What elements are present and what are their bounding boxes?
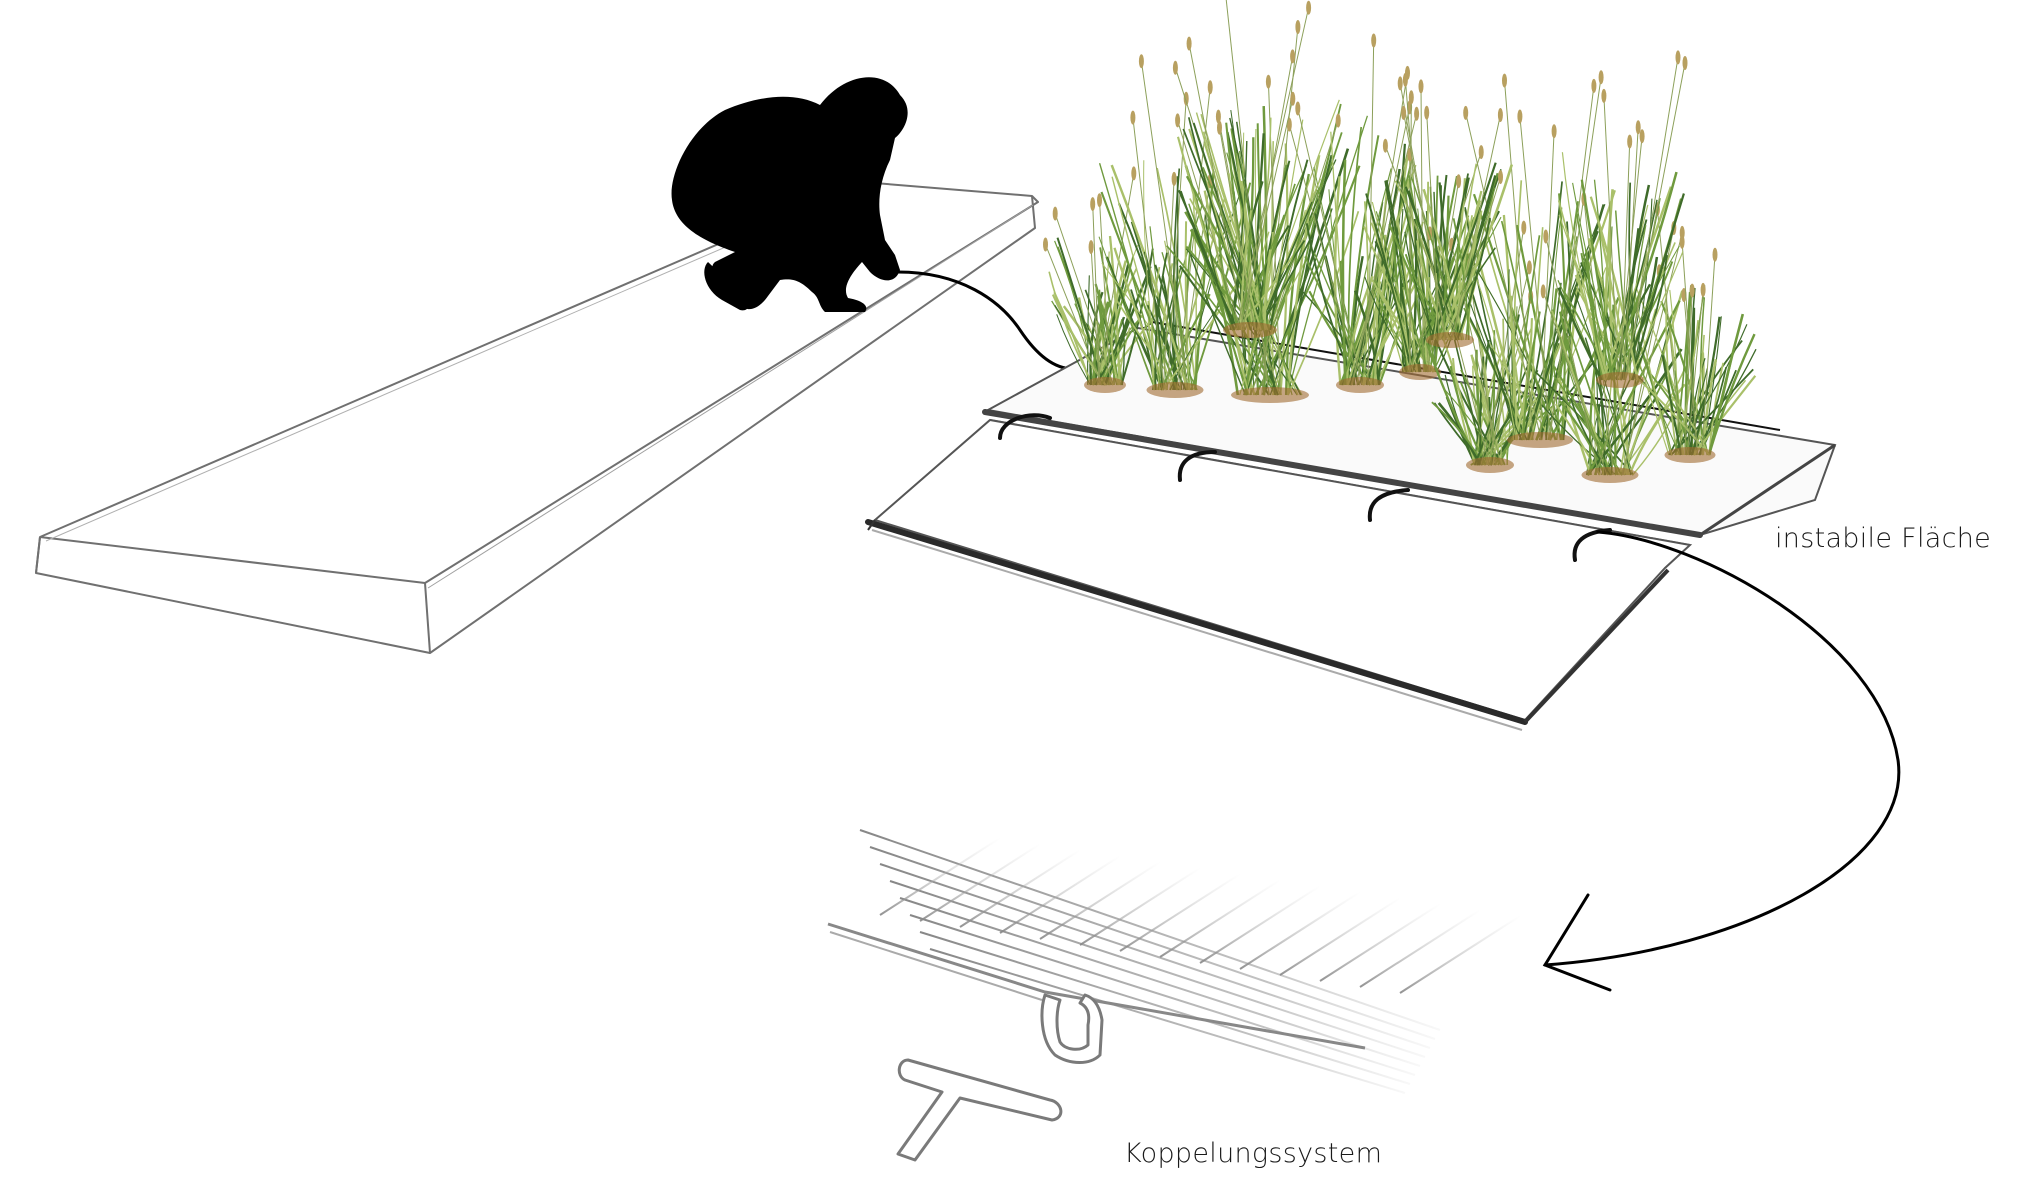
grid-line — [1400, 916, 1520, 993]
grass-base — [1231, 387, 1309, 403]
grid-line — [900, 898, 1420, 1066]
grid-line — [1320, 904, 1440, 981]
grass-base — [1582, 467, 1639, 483]
seed-head — [1401, 106, 1406, 120]
seed-head — [1463, 106, 1468, 120]
seed-head — [1552, 124, 1557, 138]
seed-head — [1627, 135, 1632, 149]
seed-head — [1713, 248, 1718, 262]
grass-blade — [1343, 160, 1345, 385]
seed-head — [1409, 90, 1414, 104]
label-coupling-system: Koppelungssystem — [1124, 1138, 1382, 1169]
seed-head — [1636, 120, 1641, 134]
seed-head — [1208, 80, 1213, 94]
seed-head — [1097, 193, 1102, 207]
seed-head — [1184, 92, 1189, 106]
seed-head — [1403, 73, 1408, 87]
grass-base — [1466, 457, 1514, 473]
seed-head — [1640, 129, 1645, 143]
seed-head — [1130, 111, 1135, 125]
grid-line — [1360, 910, 1480, 987]
seed-head — [1131, 166, 1136, 180]
grid-line — [880, 864, 1430, 1048]
seed-head — [1217, 121, 1222, 135]
seed-head — [1424, 106, 1429, 120]
seed-head — [1383, 139, 1388, 153]
seed-head — [1139, 54, 1144, 68]
seed-head — [1498, 170, 1503, 184]
seed-head — [1521, 221, 1526, 235]
seed-head — [1479, 145, 1484, 159]
seed-head — [1266, 75, 1271, 89]
seed-head — [1306, 1, 1311, 15]
grid-line — [860, 830, 1440, 1030]
seed-head — [1414, 107, 1419, 121]
seed-head — [1419, 79, 1424, 93]
grid-line — [960, 850, 1080, 927]
seed-head — [1175, 113, 1180, 127]
seed-head — [1089, 240, 1094, 254]
seed-head — [1290, 49, 1295, 63]
seed-head — [1676, 50, 1681, 64]
grid-line — [1200, 886, 1320, 963]
seed-head — [1690, 284, 1695, 298]
seed-head — [1043, 238, 1048, 252]
seed-head — [1683, 56, 1688, 70]
grid-line — [930, 949, 1405, 1093]
seed-head — [1053, 207, 1058, 221]
seed-head — [1543, 230, 1548, 244]
grass-base — [1665, 447, 1716, 463]
seed-head — [1517, 110, 1522, 124]
grid-line — [1240, 892, 1360, 969]
seed-head — [1336, 114, 1341, 128]
seed-head — [1398, 76, 1403, 90]
seed-head — [1541, 284, 1546, 298]
seed-head — [1599, 70, 1604, 84]
seed-head — [1173, 61, 1178, 75]
seed-head — [1680, 235, 1685, 249]
seed-head — [1502, 74, 1507, 88]
seed-head — [1601, 89, 1606, 103]
grass-base — [1596, 372, 1644, 388]
seed-head — [1295, 20, 1300, 34]
grass-base — [1426, 332, 1474, 348]
grid-line — [1000, 856, 1120, 933]
grass-base — [1147, 382, 1204, 398]
seed-head — [1456, 174, 1461, 188]
grid-line — [1160, 880, 1280, 957]
grass-base — [1336, 377, 1384, 393]
label-unstable-surface: instabile Fläche — [1775, 523, 1991, 554]
grid-line — [880, 838, 1000, 915]
coupling-system-detail — [828, 830, 1520, 1160]
grid-line — [1280, 898, 1400, 975]
seed-head — [1172, 172, 1177, 186]
grass-base — [1084, 377, 1126, 393]
seed-head — [1527, 260, 1532, 274]
seed-head — [1090, 197, 1095, 211]
seed-head — [1371, 34, 1376, 48]
seed-head — [1295, 102, 1300, 116]
grass-base — [1223, 322, 1277, 338]
seed-head — [1290, 92, 1295, 106]
grass-base — [1507, 432, 1573, 448]
seed-head — [1187, 37, 1192, 51]
grid-line — [1080, 868, 1200, 945]
seed-head — [1591, 79, 1596, 93]
seed-head — [1498, 108, 1503, 122]
seed-head — [1701, 283, 1706, 297]
